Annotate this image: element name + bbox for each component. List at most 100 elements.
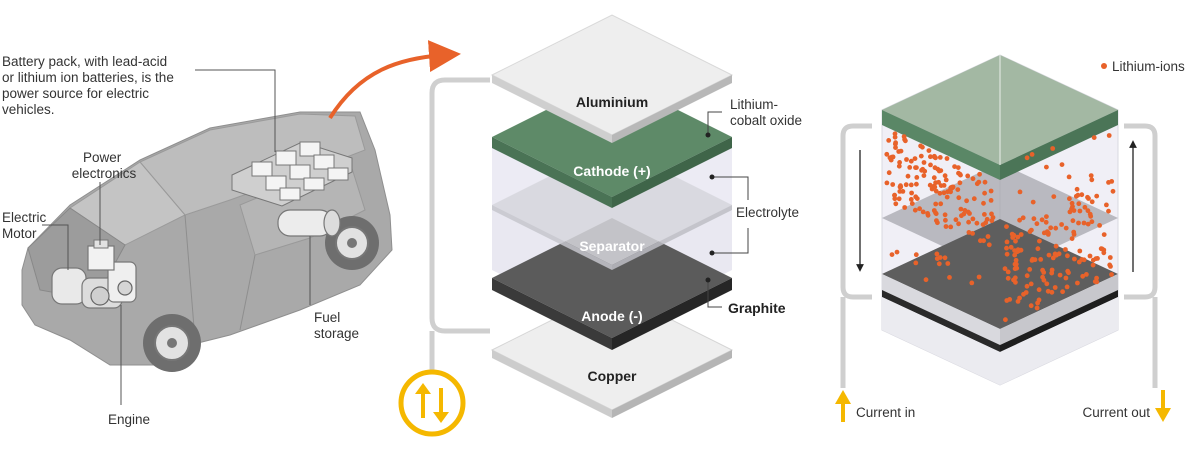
lithium-ion-dot (1050, 255, 1056, 261)
lithium-ion-dot (1027, 267, 1033, 272)
lithium-ion-dot (936, 168, 942, 174)
lithium-ion-particles (884, 131, 1116, 323)
lithium-ion-dot (934, 251, 940, 257)
lithium-ion-dot (1097, 223, 1102, 228)
lithium-ion-dot (1034, 221, 1040, 227)
lithium-ion-dot (1004, 245, 1009, 251)
lithium-ion-dot (942, 212, 948, 218)
lithium-ion-dot (970, 216, 976, 222)
lithium-ion-dot (1017, 295, 1022, 301)
lithium-ion-dot (1059, 162, 1065, 168)
lithium-ion-dot (1044, 214, 1049, 220)
current-direction-icon (398, 369, 466, 437)
lithium-ion-dot (1090, 262, 1096, 268)
lithium-ion-dot (938, 183, 944, 189)
lithium-ion-dot (1075, 192, 1081, 198)
battery-note-line: power source for electric (2, 86, 149, 101)
lithium-ion-dot (920, 166, 926, 172)
lithium-ion-dot (914, 175, 920, 180)
lithium-ion-dot (908, 158, 914, 164)
lithium-ion-dot (1060, 289, 1065, 295)
lithium-ion-dot (1084, 272, 1089, 277)
lithium-ion-dot (1085, 208, 1091, 214)
current-in-label: Current in (856, 405, 915, 420)
lithium-ion-dot (1004, 224, 1009, 230)
lithium-ion-dot (1088, 173, 1094, 179)
lithium-ion-dot (1053, 225, 1059, 231)
lithium-ion-dot (1072, 256, 1077, 262)
lithium-ion-dot (1063, 225, 1069, 231)
front-wheel (143, 314, 201, 372)
lithium-ion-dot (912, 156, 918, 162)
current-out-label: Current out (1082, 405, 1150, 420)
lithium-cobalt-label: Lithium- (730, 97, 778, 112)
lithium-ion-dot (935, 220, 940, 226)
current-out-arrow-icon (1155, 390, 1171, 422)
lithium-ion-dot (886, 170, 892, 176)
lithium-ion-dot (927, 182, 933, 188)
lithium-ion-dot (1104, 202, 1109, 208)
lithium-ion-dot (920, 144, 925, 150)
lithium-ion-dot (937, 190, 943, 196)
lithium-ion-dot (892, 131, 898, 137)
svg-text:Fuel storage: Fuel storage (314, 310, 359, 341)
lithium-ion-dot (1069, 236, 1075, 242)
lithium-ion-dot (1077, 208, 1083, 214)
lithium-ion-dot (892, 192, 897, 198)
lithium-ion-dot (909, 201, 915, 207)
lithium-ion-dot (1086, 196, 1091, 201)
lithium-ion-dot (1024, 155, 1030, 161)
svg-text:Electric Motor: Electric Motor (2, 210, 50, 241)
lithium-ion-dot (961, 211, 967, 217)
lithium-ion-dot (945, 261, 951, 266)
fuel-storage-label: Fuel (314, 310, 340, 325)
power-electronics-label: Power (83, 150, 122, 165)
lithium-ion-dot (933, 201, 939, 207)
lithium-ion-dot (897, 160, 902, 165)
lithium-ion-dot (1012, 261, 1018, 267)
lithium-ion-dot (896, 196, 902, 202)
lithium-ion-dot (966, 230, 972, 235)
lithium-ion-dot (1094, 275, 1099, 281)
lithium-ion-dot (1002, 266, 1008, 272)
lithium-ion-dot (985, 234, 991, 239)
battery-to-layers-arrow (328, 40, 461, 120)
lithium-ion-dot (1063, 247, 1068, 252)
cathode-label: Cathode (+) (573, 163, 650, 179)
lithium-ion-dot (958, 206, 964, 212)
lithium-ion-dot (1044, 281, 1050, 287)
lithium-ion-dot (1009, 231, 1015, 237)
lithium-ion-dot (1071, 208, 1077, 213)
lithium-ion-dot (981, 238, 986, 244)
lithium-ion-dot (1052, 285, 1058, 290)
svg-text:Power electronics: Power electronics (72, 150, 137, 181)
electric-motor-label: Electric (2, 210, 47, 225)
graphite-label: Graphite (728, 300, 786, 316)
lithium-ion-dot (925, 211, 930, 216)
anode-label: Anode (-) (581, 308, 642, 324)
lithium-ion-dot (1066, 174, 1072, 180)
power-electronics-box (87, 239, 115, 271)
lithium-ion-dot (1074, 186, 1080, 192)
lithium-ion-dot (1013, 257, 1019, 263)
power-electronics-label: electronics (72, 166, 137, 181)
anode-layer (492, 218, 732, 350)
lithium-ion-dot (931, 175, 937, 181)
lithium-ion-dot (1015, 247, 1021, 253)
lithium-ion-dot (955, 165, 961, 171)
lithium-ion-dot (1089, 219, 1095, 225)
lithium-ion-dot (982, 179, 988, 185)
car-illustration: Battery pack, with lead-acid or lithium … (2, 40, 461, 427)
lithium-ion-dot (923, 277, 929, 283)
lithium-ion-dot (1059, 222, 1064, 227)
lithium-ion-dot (1071, 232, 1077, 237)
lithium-ion-dot (1034, 305, 1040, 311)
lithium-ion-dot (1018, 232, 1024, 237)
lithium-ion-dot (913, 260, 919, 266)
lithium-ion-dot (892, 134, 898, 140)
lithium-ion-dot (989, 218, 995, 224)
electric-motor-label: Motor (2, 226, 37, 241)
lithium-ion-dot (1029, 258, 1035, 263)
lithium-ion-cell: Lithium-ions Current in Current out (835, 54, 1185, 422)
